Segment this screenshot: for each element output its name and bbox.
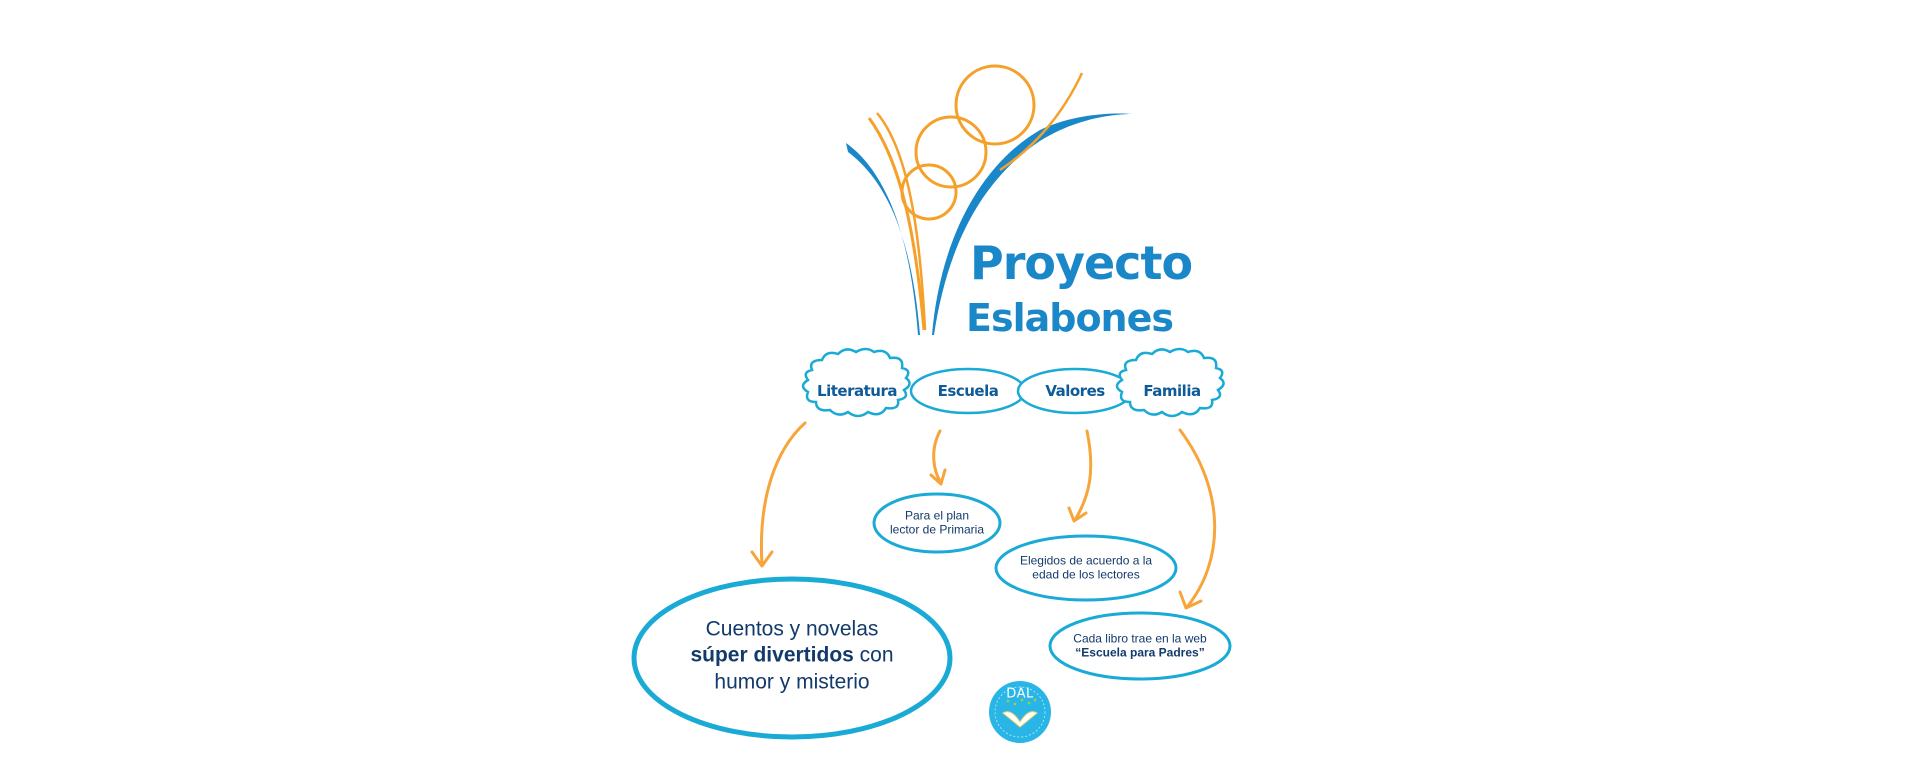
bubble-escuela: Para el plan lector de Primaria	[890, 509, 984, 538]
bubble-literatura-shape	[631, 576, 953, 740]
bubble-familia-emphasis: “Escuela para Padres”	[1075, 646, 1205, 660]
arrow-literatura-icon	[750, 421, 807, 568]
logo-mark-icon	[846, 64, 1133, 335]
pillar-valores: Valores	[1045, 382, 1105, 400]
bubble-literatura-line2: súper divertidos con	[690, 643, 893, 669]
pillar-familia: Familia	[1143, 382, 1201, 400]
cloud-familia-icon	[1115, 347, 1225, 418]
bubble-valores-line2: edad de los lectores	[1032, 568, 1140, 582]
bubble-familia: Cada libro trae en la web “Escuela para …	[1073, 632, 1206, 661]
bubble-literatura-line1: Cuentos y novelas	[705, 617, 879, 641]
bubble-familia-line1: Cada libro trae en la web	[1073, 631, 1207, 646]
dal-badge-icon	[989, 681, 1051, 743]
arrow-familia-icon	[1178, 428, 1217, 610]
logo-title-line1: Proyecto	[970, 236, 1193, 290]
pillar-escuela: Escuela	[937, 382, 999, 400]
arrow-escuela-icon	[929, 429, 947, 486]
dal-badge-label: DAL	[1006, 686, 1034, 702]
logo-title-line2: Eslabones	[966, 296, 1174, 340]
arrows	[750, 421, 1217, 610]
cloud-literatura-icon	[801, 347, 911, 418]
bubble-shapes	[631, 492, 1232, 740]
bubble-valores: Elegidos de acuerdo a la edad de los lec…	[1020, 554, 1152, 583]
bubble-literatura-line3: humor y misterio	[714, 670, 870, 694]
bubble-valores-shape	[994, 534, 1178, 602]
bubble-escuela-shape	[872, 492, 1002, 554]
bubble-escuela-line2: lector de Primaria	[889, 523, 985, 537]
bubble-familia-shape	[1048, 611, 1232, 681]
bubble-familia-line2: “Escuela para Padres”	[1073, 646, 1206, 660]
bubble-literatura: Cuentos y novelas súper divertidos con h…	[690, 617, 893, 696]
bubble-escuela-line1: Para el plan	[904, 508, 970, 523]
bubble-literatura-emphasis: súper divertidos	[690, 643, 854, 667]
arrow-valores-icon	[1067, 429, 1093, 523]
bubble-valores-line1: Elegidos de acuerdo a la	[1019, 553, 1153, 568]
pillar-literatura: Literatura	[817, 382, 897, 400]
pillar-shapes	[801, 347, 1225, 418]
bubble-literatura-line2-rest: con	[853, 643, 894, 667]
